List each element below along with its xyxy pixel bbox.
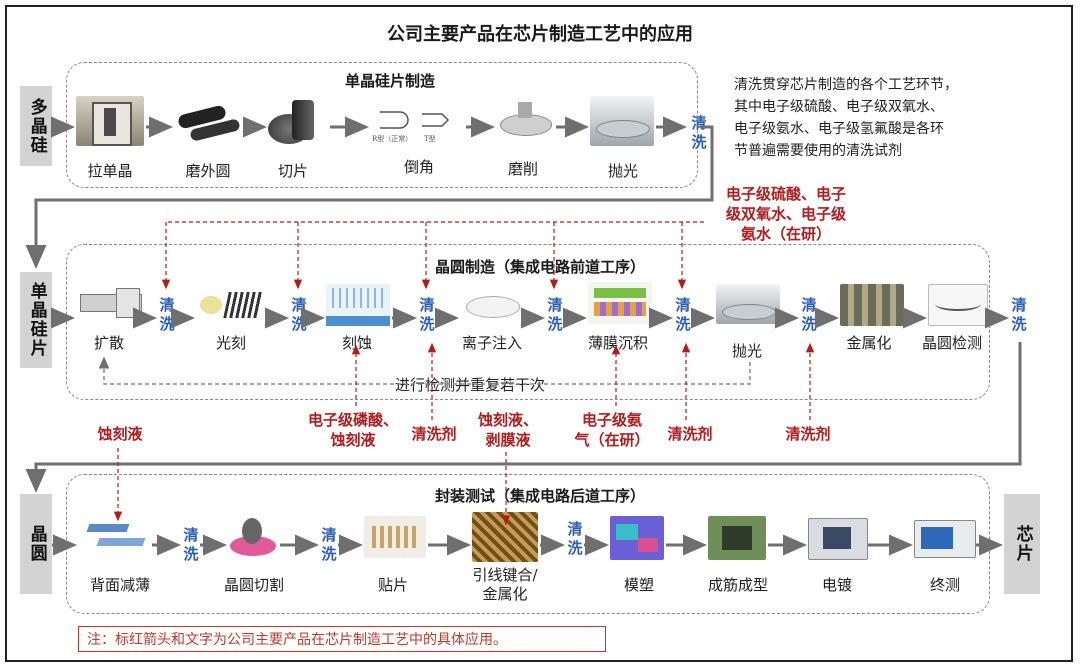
- footnote: 注：标红箭头和文字为公司主要产品在芯片制造工艺中的具体应用。: [78, 626, 606, 652]
- step-crystal-pulling: 拉单晶: [87, 162, 133, 180]
- diagram-title: 公司主要产品在芯片制造工艺中的应用: [387, 24, 693, 45]
- slicing-image: [268, 96, 322, 148]
- clean-row2-1: 清洗: [159, 296, 175, 333]
- product-label-clean3: 清洗剂: [785, 425, 831, 443]
- clean-row2-6: 清洗: [801, 296, 817, 333]
- product-label-ammonia: 电子级氨气（在研）: [574, 411, 650, 449]
- lithography-image: [196, 286, 268, 326]
- step-polishing-row1: 抛光: [607, 162, 638, 180]
- trim-form-image: [708, 516, 766, 560]
- wafer-dicing-image: [228, 514, 278, 560]
- clean-row3-1: 清洗: [183, 526, 199, 563]
- chamfer-t-type-label: T型: [424, 135, 436, 143]
- step-molding: 模塑: [623, 576, 654, 594]
- clean-row3-2: 清洗: [321, 526, 337, 563]
- product-label-top: 电子级硫酸、电子级双氧水、电子级氨水（在研）: [725, 185, 846, 243]
- clean-row2-3: 清洗: [419, 296, 435, 333]
- chamfer-r-type-label: R型（正常）: [372, 135, 413, 143]
- connector-r1-r2: [25, 125, 714, 269]
- step-die-attach: 贴片: [377, 576, 408, 594]
- clean-row1-end: 清洗: [691, 114, 707, 151]
- step-thin-film: 薄膜沉积: [587, 334, 648, 352]
- step-wafer-inspection: 晶圆检测: [921, 334, 982, 352]
- metallization-image: [840, 284, 904, 326]
- section-title-packaging: 封装测试（集成电路后道工序）: [434, 487, 645, 505]
- product-label-clean1: 清洗剂: [411, 425, 457, 443]
- polishing-image-row2: [716, 284, 780, 324]
- description-text: 清洗贯穿芯片制造的各个工艺环节， 其中电子级硫酸、电子级双氧水、 电子级氨水、电…: [734, 77, 958, 159]
- section-title-single-crystal: 单晶硅片制造: [344, 72, 435, 90]
- step-diffusion: 扩散: [93, 334, 124, 352]
- polishing-image-row1: [590, 96, 654, 146]
- step-wire-bonding: 引线键合/金属化: [472, 566, 538, 603]
- product-label-strip: 蚀刻液、剥膜液: [477, 411, 538, 449]
- step-ion-implant: 离子注入: [461, 334, 522, 352]
- chamfer-image: R型（正常） T型: [370, 102, 464, 146]
- clean-row2-end: 清洗: [1011, 296, 1027, 333]
- step-final-test: 终测: [929, 576, 960, 594]
- thin-film-image: [588, 282, 652, 324]
- step-metallization: 金属化: [846, 334, 892, 352]
- input-polysilicon-box: 多晶硅: [20, 86, 52, 166]
- wafer-inspection-image: [928, 284, 988, 326]
- step-chamfering: 倒角: [403, 158, 434, 176]
- section-title-wafer-fab: 晶圆制造（集成电路前道工序）: [434, 258, 645, 276]
- step-polishing-row2: 抛光: [731, 342, 762, 360]
- product-label-clean2: 清洗剂: [667, 425, 713, 443]
- product-label-etch: 电子级磷酸、蚀刻液: [307, 411, 398, 449]
- loop-line: [98, 356, 751, 385]
- step-lithography: 光刻: [215, 334, 246, 352]
- plating-image: [808, 518, 868, 560]
- etching-image: [326, 284, 390, 326]
- output-chip-box: 芯片: [1004, 494, 1040, 594]
- input-wafer-box: 晶圆: [20, 494, 52, 594]
- crystal-pulling-image: [76, 96, 144, 146]
- step-trim-form: 成筋成型: [707, 576, 768, 594]
- step-backside-thinning: 背面减薄: [89, 576, 150, 594]
- diagram-frame: [5, 5, 1073, 662]
- ion-implant-image: [460, 288, 524, 324]
- step-slicing: 切片: [277, 162, 308, 180]
- step-outer-grinding: 磨外圆: [185, 162, 231, 180]
- step-plating: 电镀: [821, 576, 852, 594]
- molding-image: [610, 516, 664, 560]
- clean-row3-3: 清洗: [567, 520, 583, 557]
- clean-row2-4: 清洗: [547, 296, 563, 333]
- clean-row2-5: 清洗: [675, 296, 691, 333]
- input-silicon-wafer-box: 单晶硅片: [20, 272, 52, 368]
- grinding-image: [496, 100, 556, 144]
- step-wafer-dicing: 晶圆切割: [223, 576, 284, 594]
- die-attach-image: [364, 516, 426, 558]
- step-lapping: 磨削: [507, 160, 538, 178]
- final-test-image: [914, 520, 976, 558]
- product-label-backside-etch: 蚀刻液: [97, 425, 143, 443]
- step-etching: 刻蚀: [341, 334, 372, 352]
- connector-r2-r3: [25, 342, 1022, 493]
